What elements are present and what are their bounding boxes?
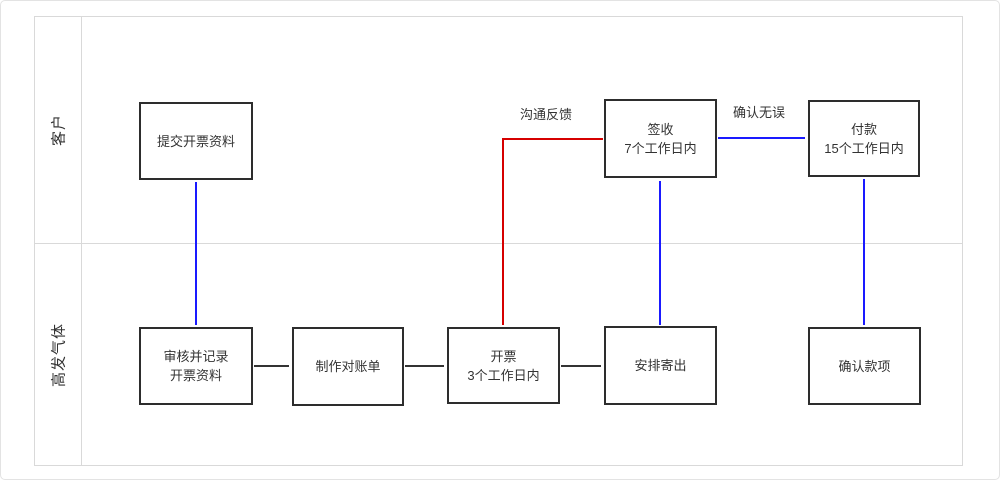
node-submit-invoice-info: 提交开票资料 (139, 102, 253, 180)
node-sublabel: 开票资料 (169, 368, 222, 383)
node-label: 开票 (490, 348, 517, 364)
node-label: 制作对账单 (315, 359, 381, 374)
node-label: 审核并记录 (163, 349, 229, 364)
node-payment: 付款 15个工作日内 (808, 100, 920, 177)
node-sign-receipt: 签收 7个工作日内 (604, 99, 717, 178)
node-sublabel: 15个工作日内 (824, 140, 904, 156)
edge-label-feedback: 沟通反馈 (519, 107, 572, 122)
lane-label-gaofa-gas: 高发气体 (50, 322, 68, 388)
node-arrange-shipment: 安排寄出 (604, 326, 717, 405)
node-label: 安排寄出 (634, 358, 687, 373)
lane-label-divider (81, 17, 82, 465)
swimlane-frame: 客户 高发气体 (34, 16, 963, 466)
node-issue-invoice: 开票 3个工作日内 (447, 327, 560, 404)
node-sublabel: 7个工作日内 (624, 140, 697, 156)
node-label: 提交开票资料 (156, 133, 235, 149)
node-make-statement: 制作对账单 (292, 327, 404, 406)
lane-label-customer: 客户 (50, 113, 68, 147)
node-review-record-info: 审核并记录 开票资料 (139, 327, 253, 405)
node-label: 确认款项 (838, 358, 891, 374)
node-label: 签收 (647, 121, 674, 137)
node-label: 付款 (850, 121, 877, 137)
node-confirm-payment: 确认款项 (808, 327, 921, 405)
lane-divider (35, 243, 962, 244)
edge-label-confirmed-correct: 确认无误 (732, 105, 785, 120)
node-sublabel: 3个工作日内 (467, 367, 540, 383)
